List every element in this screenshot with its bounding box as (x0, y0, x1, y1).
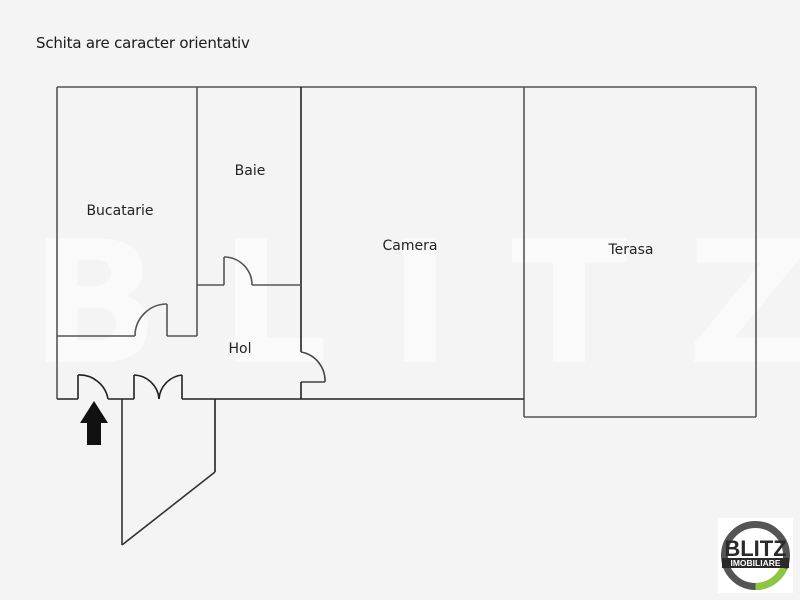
logo-ring-icon (721, 521, 790, 591)
room-label-terasa: Terasa (608, 242, 654, 258)
room-label-bucatarie: Bucatarie (86, 203, 154, 219)
logo-text-blitz: BLITZ (724, 536, 787, 561)
plan-caption: Schita are caracter orientativ (36, 34, 250, 52)
room-label-baie: Baie (234, 163, 266, 179)
blitz-logo: BLITZ IMOBILIARE (718, 518, 793, 593)
logo-text-imobiliare: IMOBILIARE (722, 558, 789, 568)
entrance-arrow-icon (80, 401, 108, 445)
room-label-camera: Camera (382, 238, 438, 254)
room-label-hol: Hol (228, 341, 252, 357)
